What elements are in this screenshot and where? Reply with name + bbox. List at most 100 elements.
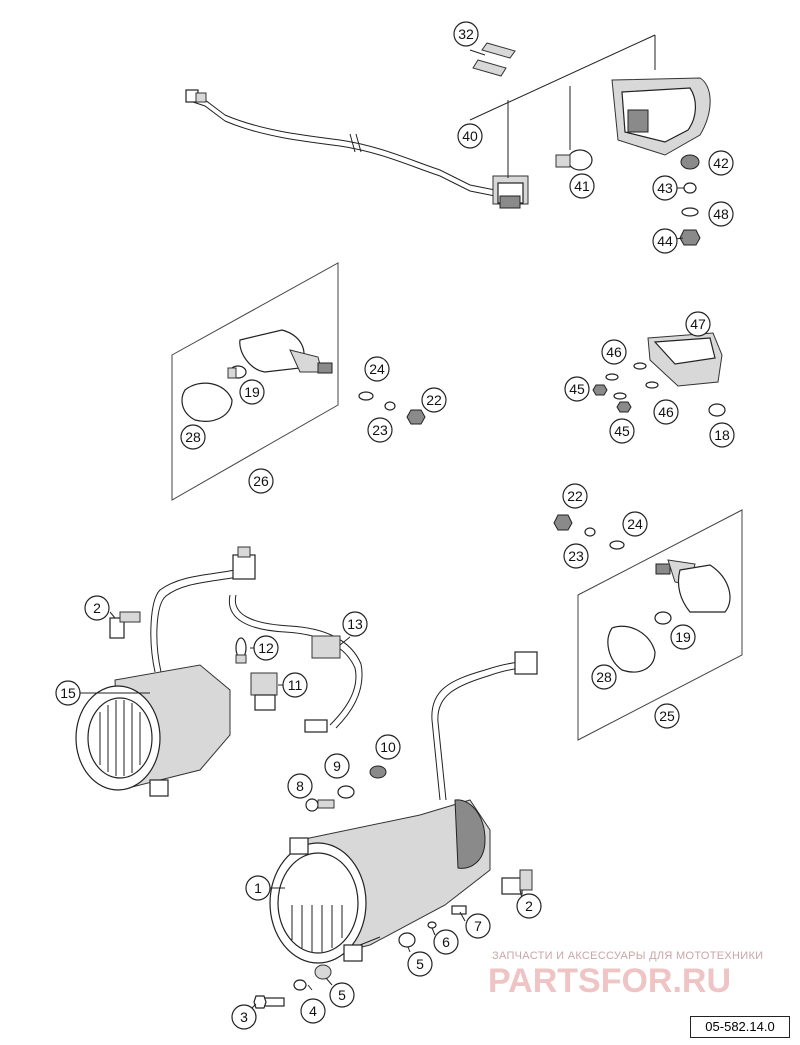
turn-signal-25 bbox=[607, 559, 731, 673]
callout: 45 bbox=[564, 376, 590, 402]
svg-text:48: 48 bbox=[713, 206, 729, 222]
rubber-pads bbox=[472, 42, 516, 77]
watermark-tagline: ЗАПЧАСТИ И АКСЕССУАРЫ ДЛЯ МОТОТЕХНИКИ bbox=[492, 950, 764, 962]
headlight-harness bbox=[150, 546, 538, 801]
tail-light-socket bbox=[492, 175, 529, 209]
callout: 43 bbox=[652, 175, 678, 201]
svg-text:19: 19 bbox=[675, 629, 691, 645]
svg-text:42: 42 bbox=[713, 155, 729, 171]
callout: 42 bbox=[708, 150, 734, 176]
svg-text:10: 10 bbox=[380, 739, 396, 755]
callout: 11 bbox=[282, 672, 308, 698]
svg-text:24: 24 bbox=[627, 516, 643, 532]
svg-text:47: 47 bbox=[690, 316, 706, 332]
svg-text:18: 18 bbox=[714, 427, 730, 443]
callout: 48 bbox=[708, 201, 734, 227]
callout: 6 bbox=[433, 929, 459, 955]
callout: 10 bbox=[375, 734, 401, 760]
svg-text:8: 8 bbox=[296, 778, 304, 794]
callout: 5 bbox=[407, 951, 433, 977]
callout: 4 bbox=[300, 998, 326, 1024]
callout: 24 bbox=[364, 356, 390, 382]
callouts: 32 40 41 42 43 48 44 47 46 45 46 45 18 2… bbox=[55, 21, 735, 1030]
drawing-number: 05-582.14.0 bbox=[690, 1016, 790, 1038]
group-26-frame bbox=[171, 262, 339, 501]
callout: 3 bbox=[231, 1004, 257, 1030]
svg-text:40: 40 bbox=[462, 128, 478, 144]
hardware-left-signal bbox=[358, 391, 426, 425]
callout: 46 bbox=[653, 399, 679, 425]
hardware-right-signal bbox=[553, 514, 625, 550]
svg-text:24: 24 bbox=[369, 361, 385, 377]
bulb-2-left bbox=[109, 611, 141, 639]
callout: 12 bbox=[253, 635, 279, 661]
callout: 24 bbox=[622, 511, 648, 537]
svg-text:4: 4 bbox=[309, 1003, 317, 1019]
svg-text:3: 3 bbox=[240, 1009, 248, 1025]
watermark-brand: PARTSFOR.RU bbox=[488, 962, 732, 1000]
svg-text:23: 23 bbox=[372, 422, 388, 438]
callout: 23 bbox=[563, 543, 589, 569]
svg-text:26: 26 bbox=[253, 473, 269, 489]
callout: 23 bbox=[367, 417, 393, 443]
callout: 45 bbox=[609, 418, 635, 444]
svg-text:2: 2 bbox=[525, 898, 533, 914]
svg-text:46: 46 bbox=[606, 344, 622, 360]
svg-text:32: 32 bbox=[458, 26, 474, 42]
headlight-1 bbox=[269, 799, 491, 964]
callout: 1 bbox=[245, 875, 271, 901]
callout: 19 bbox=[239, 379, 265, 405]
svg-text:12: 12 bbox=[258, 640, 274, 656]
turn-signal-cable bbox=[185, 89, 496, 197]
leader-lines-top bbox=[469, 34, 684, 241]
bulb-2-right bbox=[501, 869, 533, 895]
callout: 13 bbox=[342, 611, 368, 637]
callout: 40 bbox=[457, 123, 483, 149]
callout: 26 bbox=[248, 468, 274, 494]
svg-text:46: 46 bbox=[658, 404, 674, 420]
callout: 41 bbox=[569, 173, 595, 199]
svg-text:7: 7 bbox=[474, 918, 482, 934]
bulb-41 bbox=[555, 149, 593, 171]
callout: 25 bbox=[654, 703, 680, 729]
svg-text:28: 28 bbox=[185, 429, 201, 445]
callout: 44 bbox=[652, 228, 678, 254]
svg-text:6: 6 bbox=[442, 934, 450, 950]
svg-text:5: 5 bbox=[416, 956, 424, 972]
callout: 47 bbox=[685, 311, 711, 337]
svg-text:28: 28 bbox=[596, 669, 612, 685]
callout: 15 bbox=[55, 680, 81, 706]
svg-text:44: 44 bbox=[657, 233, 673, 249]
headlight-hardware bbox=[253, 765, 467, 1009]
bulb-12 bbox=[235, 637, 247, 664]
svg-text:1: 1 bbox=[254, 880, 262, 896]
svg-text:2: 2 bbox=[93, 600, 101, 616]
svg-text:43: 43 bbox=[657, 180, 673, 196]
callout: 7 bbox=[465, 913, 491, 939]
turn-signal-26 bbox=[181, 329, 333, 422]
license-plate-light bbox=[592, 332, 726, 417]
svg-text:45: 45 bbox=[614, 423, 630, 439]
group-25-frame bbox=[577, 509, 743, 741]
callout: 28 bbox=[180, 424, 206, 450]
socket-11 bbox=[250, 672, 278, 711]
callout: 2 bbox=[516, 893, 542, 919]
callout: 22 bbox=[421, 387, 447, 413]
svg-text:5: 5 bbox=[338, 987, 346, 1003]
callout: 2 bbox=[84, 595, 110, 621]
callout: 18 bbox=[709, 422, 735, 448]
callout: 5 bbox=[329, 982, 355, 1008]
svg-text:22: 22 bbox=[567, 488, 583, 504]
callout: 46 bbox=[601, 339, 627, 365]
svg-text:13: 13 bbox=[347, 616, 363, 632]
callout: 22 bbox=[562, 483, 588, 509]
callout: 19 bbox=[670, 624, 696, 650]
lamp-15 bbox=[75, 664, 231, 797]
svg-text:25: 25 bbox=[659, 708, 675, 724]
svg-text:11: 11 bbox=[288, 677, 303, 693]
rear-light-hardware bbox=[679, 154, 701, 246]
svg-text:9: 9 bbox=[333, 758, 341, 774]
callout: 32 bbox=[453, 21, 479, 47]
callout: 28 bbox=[591, 664, 617, 690]
